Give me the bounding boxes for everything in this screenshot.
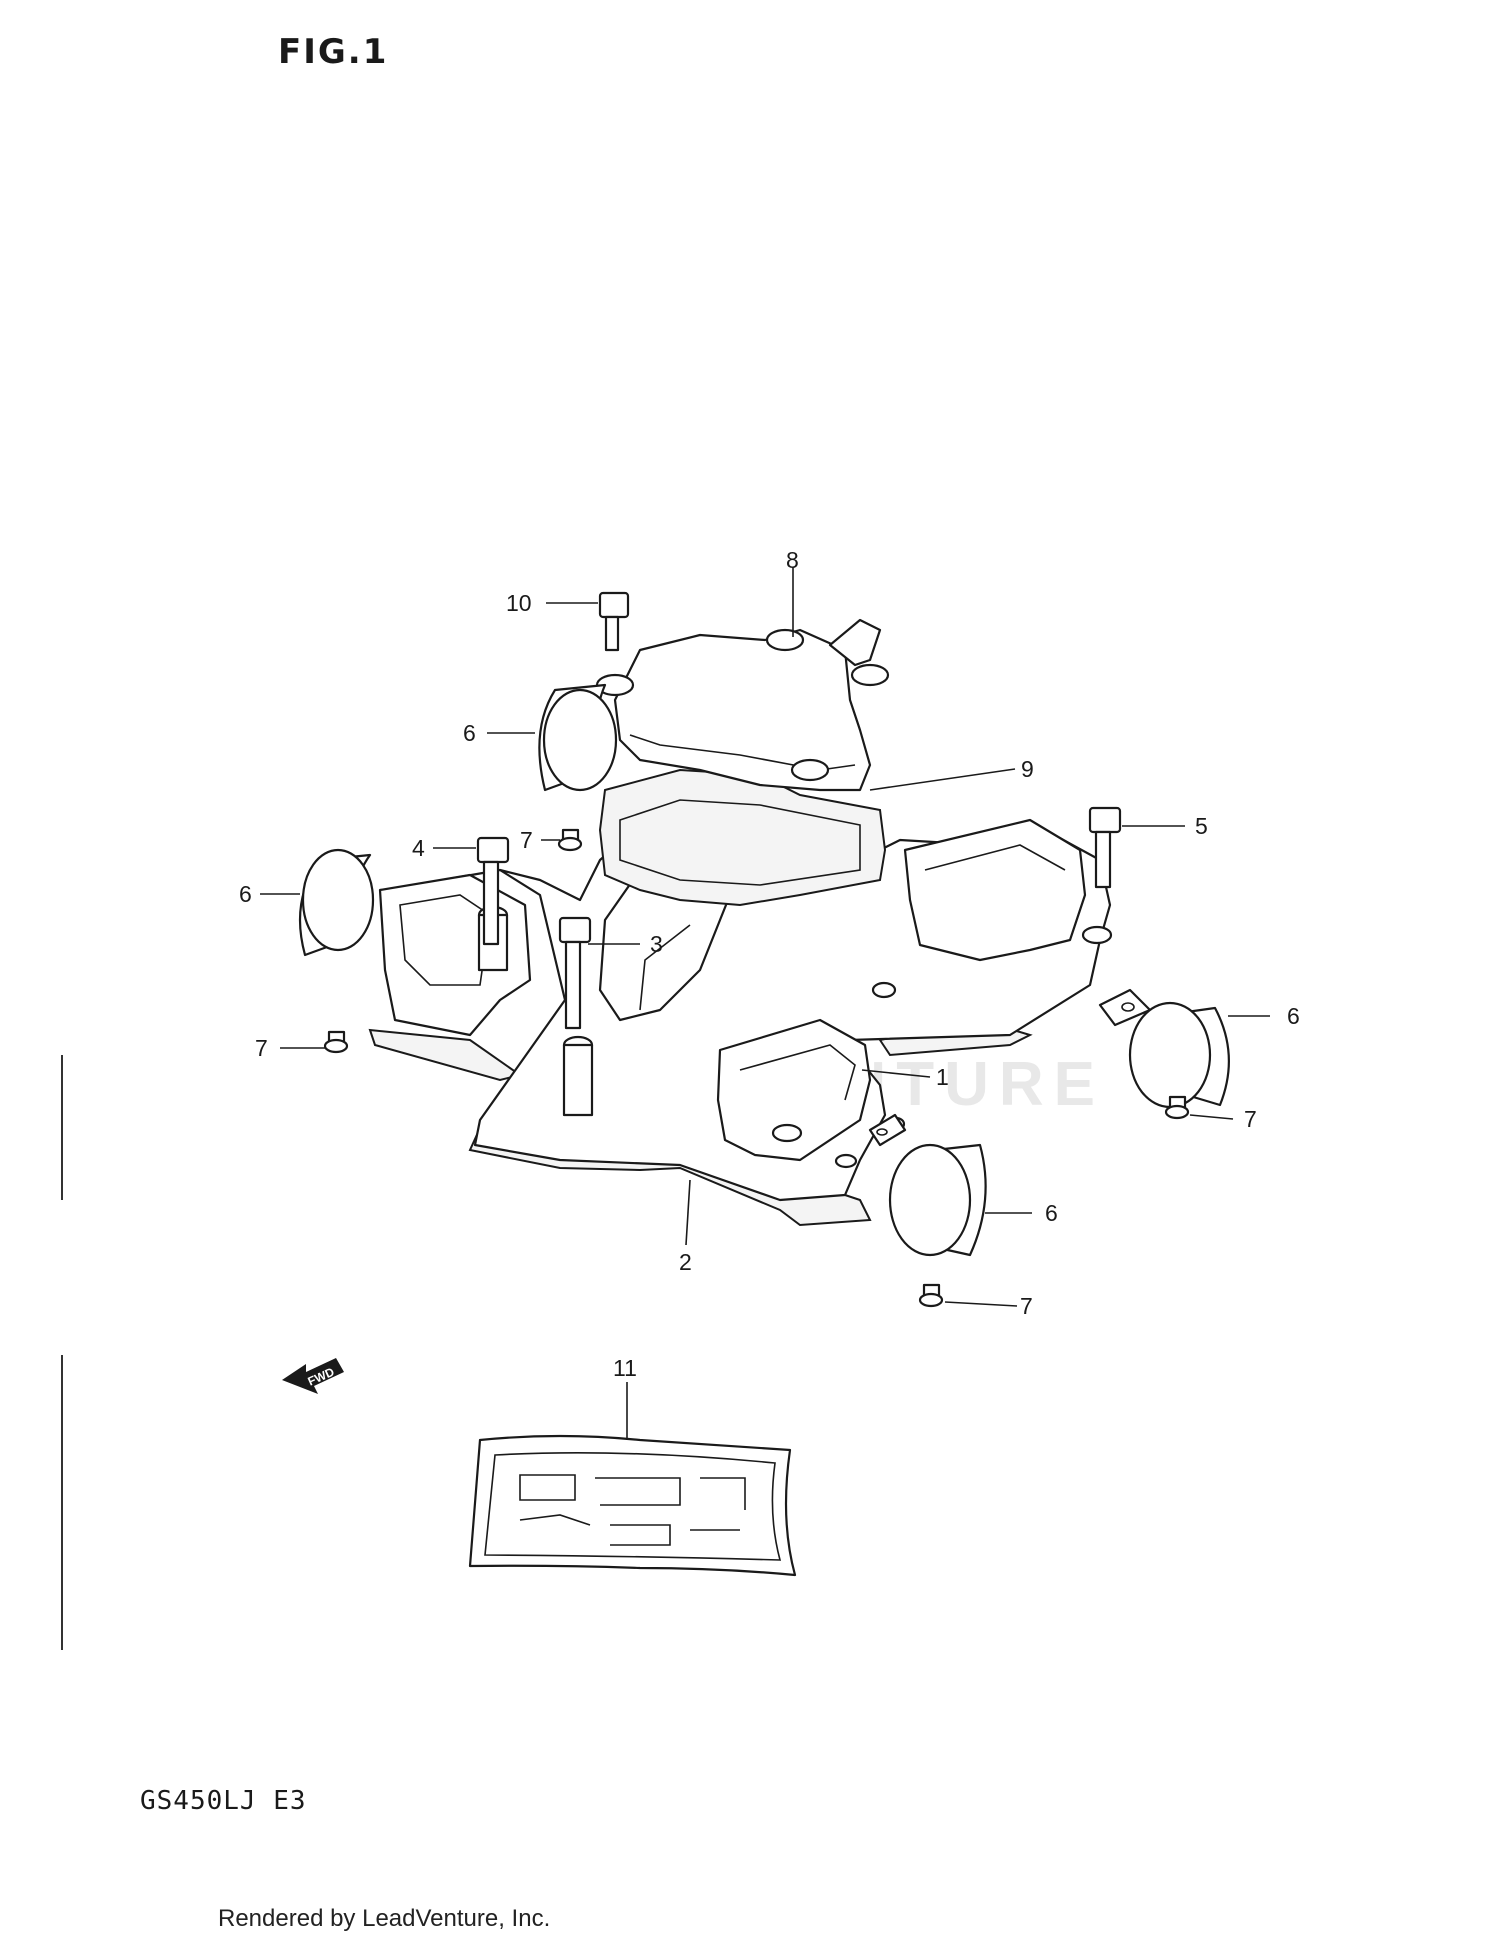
callout-10: 10 <box>506 590 532 616</box>
part-3-bolt <box>558 916 592 1030</box>
part-8-top-cover <box>595 618 890 792</box>
callout-7: 7 <box>1020 1293 1033 1319</box>
callout-4: 4 <box>412 835 425 861</box>
fwd-arrow-icon: FWD <box>282 1358 344 1394</box>
callout-8: 8 <box>786 547 799 573</box>
fwd-label: FWD <box>306 1365 337 1389</box>
figure-title: FIG.1 <box>278 32 389 72</box>
part-6-cap-front <box>888 1143 987 1257</box>
part-10-bolt <box>598 591 630 652</box>
part-4-bolt <box>476 836 510 946</box>
callout-5: 5 <box>1195 813 1208 839</box>
callout-2: 2 <box>679 1249 692 1275</box>
callout-6: 6 <box>1045 1200 1058 1226</box>
model-code: GS450LJ E3 <box>140 1786 307 1816</box>
callout-9: 9 <box>1021 756 1034 782</box>
callout-7: 7 <box>255 1035 268 1061</box>
footer-credit: Rendered by LeadVenture, Inc. <box>218 1905 551 1932</box>
callout-6: 6 <box>463 720 476 746</box>
callout-11: 11 <box>613 1355 637 1381</box>
part-7-screw-a <box>557 828 583 852</box>
callout-1: 1 <box>936 1064 949 1090</box>
part-11-decal <box>468 1434 797 1577</box>
callout-7: 7 <box>1244 1106 1257 1132</box>
part-6-cap-upper-left <box>538 683 618 792</box>
part-6-cap-left <box>298 848 375 957</box>
part-6-cap-right <box>1128 1001 1230 1109</box>
part-7-screw-d <box>918 1283 944 1308</box>
leader-lines <box>260 567 1270 1440</box>
part-7-screw-b <box>323 1030 349 1054</box>
callout-3: 3 <box>650 931 663 957</box>
part-1-lower-housing <box>378 808 1152 1202</box>
callout-6: 6 <box>239 881 252 907</box>
callout-7: 7 <box>520 827 533 853</box>
part-7-screw-c <box>1164 1095 1190 1120</box>
callouts: 8 10 6 9 4 7 5 6 3 7 6 1 7 2 6 7 11 <box>239 547 1300 1381</box>
part-5-bolt <box>1088 806 1122 889</box>
callout-6: 6 <box>1287 1003 1300 1029</box>
